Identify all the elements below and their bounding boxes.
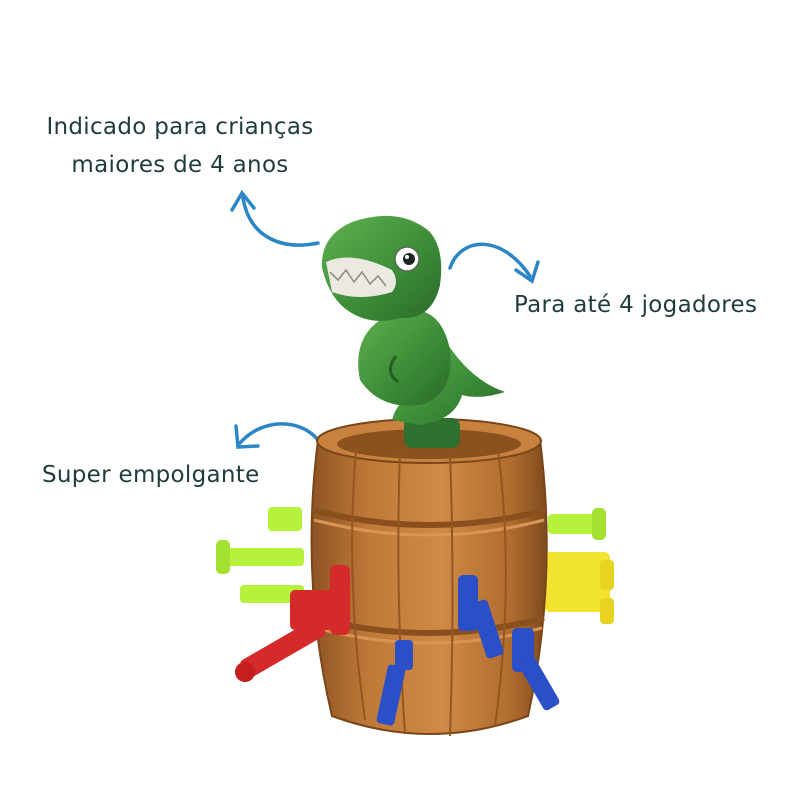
caption-age-recommendation: Indicado para crianças maiores de 4 anos: [42, 108, 318, 184]
sword-yellow-right-icon: [544, 552, 614, 624]
sword-blue-right-icon: [512, 628, 560, 711]
caption-players: Para até 4 jogadores: [514, 292, 758, 318]
sword-lime-left-icon: [216, 507, 304, 603]
arrow-exciting-icon: [234, 422, 320, 449]
caption-exciting: Super empolgante: [42, 462, 260, 488]
caption-age-line-1: Indicado para crianças: [46, 114, 314, 140]
sword-blue-left-icon: [376, 640, 413, 726]
sword-red-icon: [235, 565, 350, 682]
caption-age-line-2: maiores de 4 anos: [71, 152, 289, 178]
dinosaur-figure: [321, 215, 505, 448]
arrow-players-icon: [448, 242, 540, 284]
sword-lime-right-icon: [548, 508, 606, 540]
sword-blue-center-icon: [458, 575, 504, 659]
arrow-age-icon: [230, 189, 320, 247]
